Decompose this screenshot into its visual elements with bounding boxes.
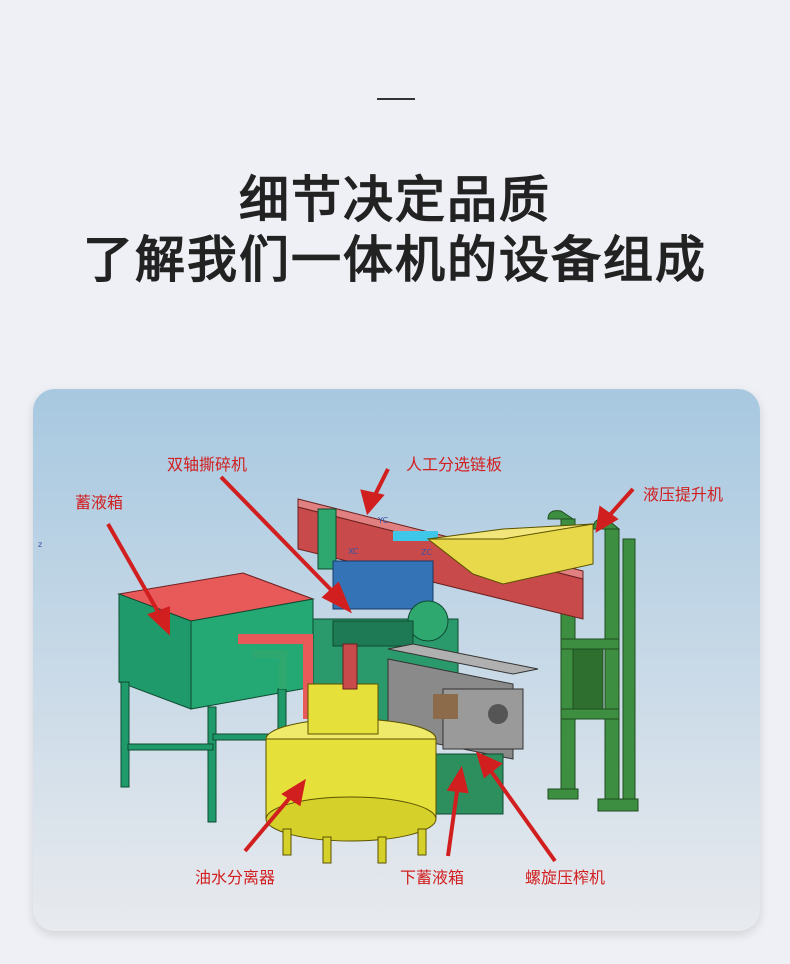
sorting-chain-conveyor: YC XC ZC	[297, 498, 594, 620]
equipment-diagram-card: z YC XC ZC	[33, 389, 760, 931]
callout-arrows	[106, 468, 635, 863]
top-divider	[377, 98, 415, 100]
label-shredder: 双轴撕碎机	[167, 455, 248, 474]
axis-zc-mark: ZC	[421, 548, 432, 557]
headline-line-2: 了解我们一体机的设备组成	[83, 231, 707, 289]
axis-z-mark: z	[38, 540, 42, 549]
label-lower-tank: 下蓄液箱	[400, 868, 465, 887]
label-sorting-chain: 人工分选链板	[406, 455, 503, 474]
label-hydraulic-lift: 液压提升机	[643, 485, 724, 504]
label-storage-tank: 蓄液箱	[75, 493, 124, 512]
axis-yc-mark: YC	[377, 516, 388, 525]
axis-xc-mark: XC	[348, 547, 359, 556]
equipment-diagram: z YC XC ZC	[33, 389, 760, 931]
label-screw-press: 螺旋压榨机	[525, 868, 606, 887]
headline-line-1: 细节决定品质	[239, 171, 551, 229]
hydraulic-lift	[547, 510, 639, 812]
label-oil-water-separator: 油水分离器	[195, 868, 276, 887]
oil-water-separator	[265, 643, 437, 864]
